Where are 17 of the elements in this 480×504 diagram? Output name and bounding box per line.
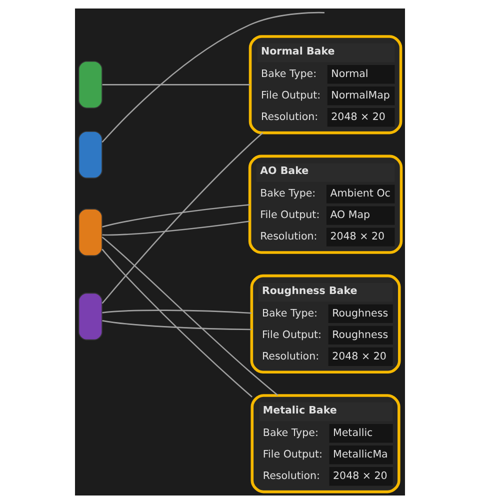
connector [102,310,252,314]
node-box [78,208,103,256]
node-box: Roughness Bake Bake Type: Roughness File Output: Roughness Resolution: 2048 × 20 [250,274,401,374]
node-box [78,60,103,108]
connector [102,204,250,228]
node-box [78,292,103,340]
node-box: AO Bake Bake Type: Ambient Oc File Output: AO Map Resolution: 2048 × 20 [248,154,403,254]
connector [102,12,324,143]
connector [102,84,250,86]
node-box: Metalic Bake Bake Type: Metallic File Output: MetallicMa Resolution: 2048 × 20 [250,394,400,494]
connector [102,248,253,398]
node-box: Normal Bake Bake Type: Normal File Output: NormalMap Resolution: 2048 × 20 [248,35,402,134]
node-box [78,130,103,179]
connector [102,220,250,236]
connector [102,236,278,396]
connector [102,132,264,304]
connector [102,320,252,330]
